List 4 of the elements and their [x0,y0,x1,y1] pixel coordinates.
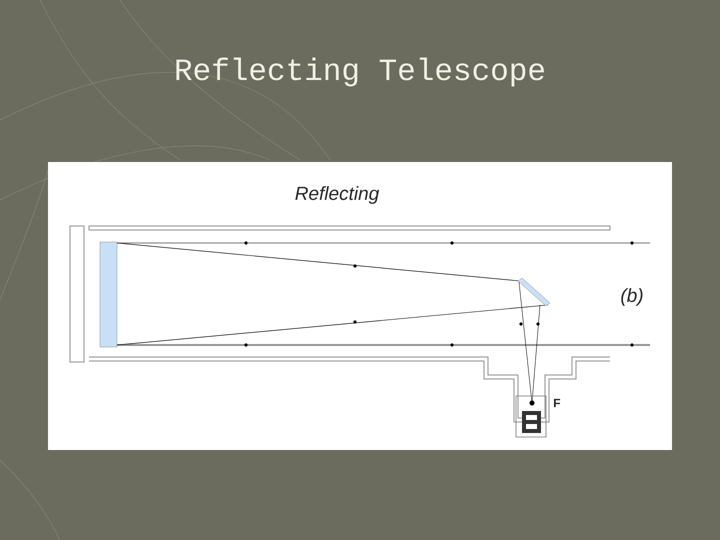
slide-title: Reflecting Telescope [176,58,544,86]
figure-label: (b) [621,288,642,306]
focus-label: F [554,398,560,408]
section-label: Reflecting [295,186,380,204]
